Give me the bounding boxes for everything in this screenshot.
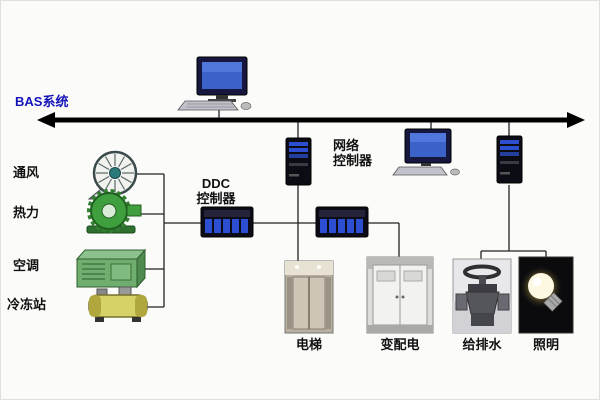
label-network-line2: 控制器	[333, 153, 373, 168]
bus-line	[37, 112, 585, 128]
connection-lines	[136, 110, 547, 308]
bus-arrow-right-icon	[567, 112, 585, 128]
bus-arrow-left-icon	[37, 112, 55, 128]
label-lighting: 照明	[532, 337, 560, 352]
label-heating: 热力	[13, 205, 40, 220]
chiller-unit-icon	[88, 286, 148, 322]
elevator-photo	[284, 260, 334, 334]
label-air-conditioning: 空调	[13, 258, 40, 273]
workstation-top-icon	[177, 56, 252, 111]
network-controller-tower-icon	[496, 135, 523, 184]
light-bulb-photo	[518, 256, 574, 334]
label-network-line1: 网络	[333, 138, 360, 153]
network-controller-tower-icon	[285, 137, 312, 186]
label-water-supply-drainage: 给排水	[462, 337, 502, 352]
heating-pump-icon	[86, 189, 142, 234]
ddc-controller-icon	[315, 206, 369, 238]
label-power-distribution: 变配电	[380, 337, 420, 352]
power-cabinet-photo	[366, 256, 434, 334]
bas-system-label: BAS系统	[15, 94, 69, 109]
water-valve-photo	[452, 258, 512, 334]
label-elevator: 电梯	[295, 337, 323, 352]
workstation-right-icon	[392, 128, 460, 176]
label-ventilation: 通风	[13, 165, 40, 180]
label-ddc-line2: 控制器	[196, 191, 236, 206]
label-network-controller: 网络 控制器	[333, 138, 372, 168]
label-ddc-line1: DDC	[201, 176, 231, 191]
label-chiller-station: 冷冻站	[7, 297, 47, 312]
label-ddc-controller: DDC 控制器	[191, 176, 241, 206]
ddc-controller-icon	[200, 206, 254, 238]
air-conditioner-icon	[75, 248, 147, 289]
